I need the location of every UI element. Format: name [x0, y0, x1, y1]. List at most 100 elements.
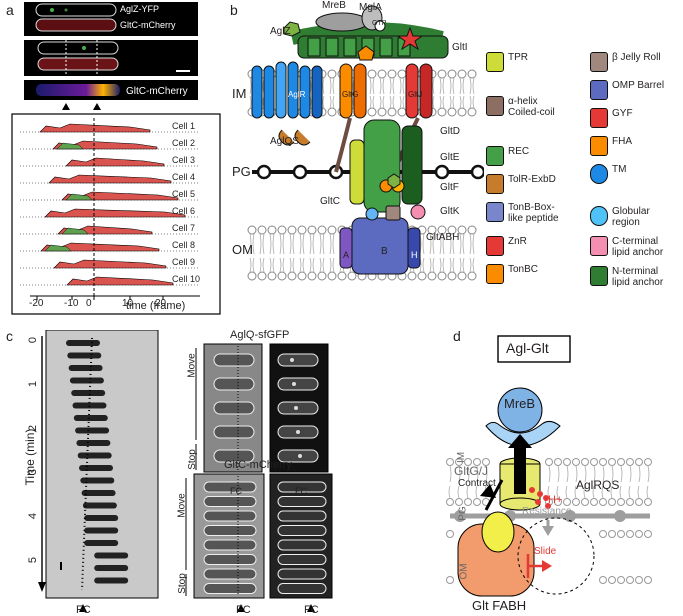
micrograph-cell-outline [37, 41, 119, 55]
arrowhead-marker [93, 103, 101, 110]
panel-letter-b: b [230, 2, 238, 18]
cell-profile [48, 174, 172, 184]
gltc-mcherry-top-label: GltC-mCherry [120, 20, 176, 30]
cell-label: Cell 9 [172, 257, 196, 267]
gltc-phase-cell [203, 481, 257, 493]
gltc-stop-label: Stop [176, 573, 188, 594]
cell-profile [44, 208, 186, 218]
panel-letter-c: c [6, 328, 13, 344]
legend-label: Globular region [612, 206, 650, 228]
gltgj-label: GltG/J [454, 464, 489, 478]
legend-label: ZnR [508, 236, 527, 247]
timelapse-cell [67, 352, 102, 359]
cell-profile [65, 157, 165, 167]
timelapse-cell [66, 340, 100, 346]
pg-label: PG [232, 164, 251, 179]
gltc-title: GltC-mCherry [224, 459, 292, 471]
timelapse-cell [68, 365, 103, 371]
timelapse-cell [77, 452, 112, 459]
gltc-fluor-cell [277, 510, 327, 522]
glta-barrel [339, 227, 353, 269]
globular-icon [590, 206, 608, 226]
hplus-label: H+ [548, 494, 563, 506]
panel-c [38, 330, 333, 612]
gltj-tm [405, 63, 433, 119]
micrograph-cell-outline [35, 3, 117, 17]
glte-label: GltE [440, 152, 460, 163]
aglq-fc-phase: FC [230, 486, 242, 496]
mreb-d-label: MreB [504, 396, 536, 411]
legend-label: REC [508, 146, 530, 157]
om-d-label: OM [458, 563, 470, 580]
gltk-globular [365, 207, 379, 221]
timelapse-cell [82, 502, 117, 509]
time-tick-label: 4 [27, 512, 40, 520]
mreb-label: MreB [322, 0, 346, 11]
aglr-label: AglR [288, 90, 306, 99]
timelapse-cell [84, 515, 119, 521]
mreb-globular [497, 387, 543, 433]
fha-icon [590, 136, 608, 156]
znr-icon [486, 236, 504, 256]
x-tick-label: -20 [29, 298, 44, 309]
aglq-stop-label: Stop [186, 449, 198, 470]
mreb-shape [315, 12, 369, 32]
legend-label: C-terminal lipid anchor [612, 236, 664, 258]
gltc-fluor-cell [277, 525, 327, 536]
omp-barrel-icon [590, 80, 608, 100]
timelapse-cell [84, 540, 119, 546]
gltc-phase-cell [203, 554, 257, 565]
legend-label: TPR [508, 52, 528, 63]
aglq-move-label: Move [186, 353, 198, 378]
legend-label: α-helix Coiled-coil [508, 96, 555, 118]
panel-letter-a: a [6, 2, 14, 18]
legend-label: FHA [612, 136, 632, 147]
c-lipid-icon [590, 236, 608, 256]
x-tick-label: 0 [86, 298, 92, 309]
pg-d-label: PG [457, 506, 469, 521]
aglqs-label: AglQS [270, 136, 299, 147]
aglz-yfp-label: AglZ-YFP [120, 4, 160, 14]
legend-label: TonB-Box- like peptide [508, 202, 559, 224]
znr-star [396, 26, 424, 51]
agl-glt-title: Agl-Glt [506, 340, 549, 356]
rec-icon [486, 146, 504, 166]
aglz-label: AglZ [270, 26, 291, 37]
aglq-fc-fluor: FC [295, 486, 307, 496]
aglq-phase-cell [213, 377, 255, 391]
legend-label: OMP Barrel [612, 80, 665, 91]
timelapse-cell [69, 377, 104, 384]
gltc-label: GltC [320, 196, 340, 207]
legend-label: GYF [612, 108, 633, 119]
cell-profile-green [44, 244, 72, 252]
cell-label: Cell 10 [172, 274, 201, 284]
im-d-label: IM [456, 451, 468, 464]
kymo-label: GltC-mCherry [126, 86, 188, 97]
kymo-profile-frame [11, 113, 221, 315]
cell-profile [40, 242, 160, 252]
timelapse-cell [76, 440, 111, 446]
time-tick-label: 5 [27, 556, 40, 564]
timelapse-cell [71, 390, 106, 396]
gltc-phase-cell [203, 496, 257, 507]
coiled-coil-left [334, 117, 352, 173]
gltc-fluor-cell [277, 583, 327, 594]
gtp-label: GTP [372, 20, 387, 27]
gltc-fluor-cell [277, 539, 327, 551]
gltk-yellow [481, 511, 515, 553]
timelapse-cell [73, 415, 108, 421]
om-label: OM [232, 242, 253, 257]
cell-profile [39, 123, 151, 133]
arrowhead-marker [62, 103, 70, 110]
contract-label: Contract [458, 478, 496, 489]
tpr-icon [486, 52, 504, 72]
timelapse-cell [84, 527, 119, 534]
gltb-barrel [351, 217, 409, 275]
gltg-tm [339, 63, 367, 119]
aglz-rec [283, 21, 301, 37]
timelapse-cell [79, 465, 113, 471]
im-label: IM [232, 86, 247, 101]
aglq-phase-cell [213, 401, 255, 415]
gltd-tpr [363, 119, 401, 213]
